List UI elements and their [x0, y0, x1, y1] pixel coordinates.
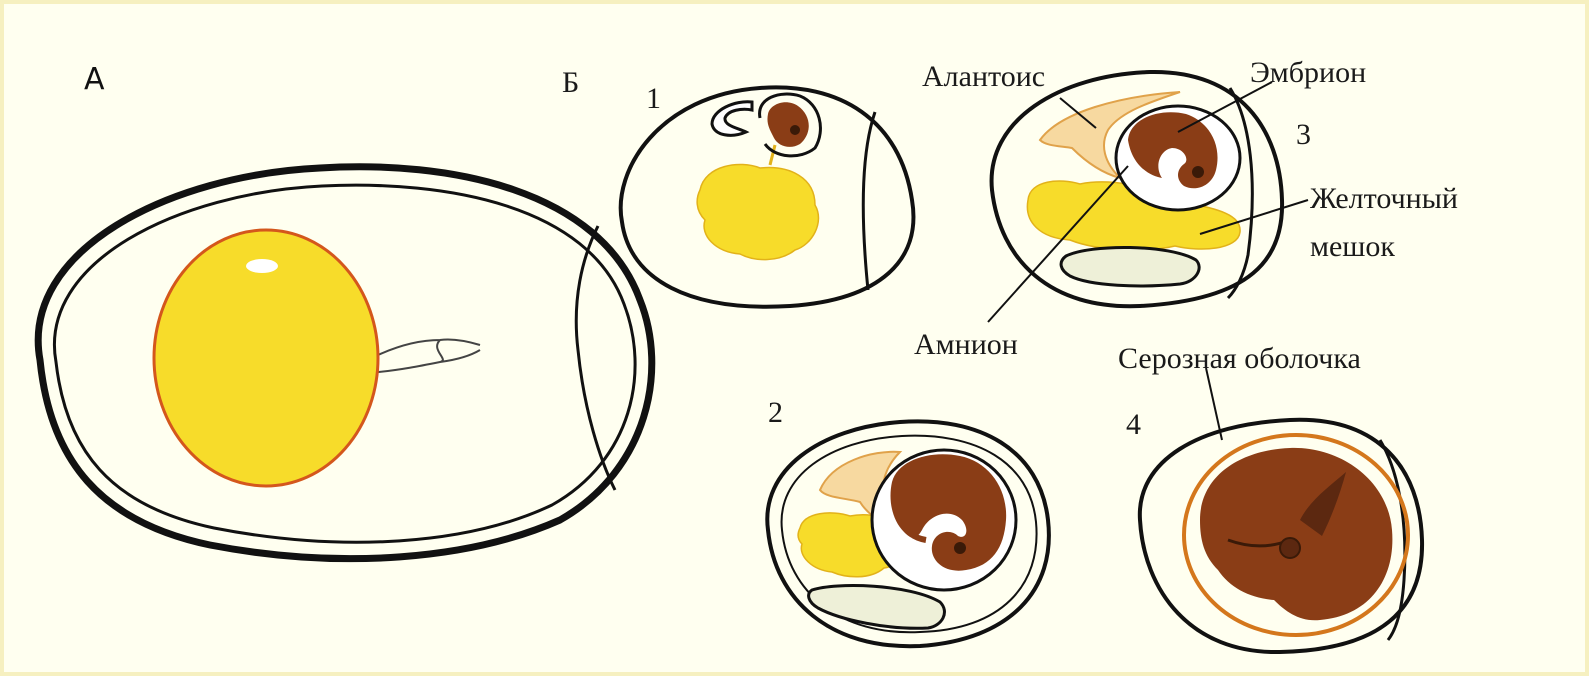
egg-1-air-cell [863, 112, 875, 290]
stage-number-2: 2 [768, 398, 783, 428]
panel-a-letter: А [84, 62, 105, 97]
egg-3-air-cell [1228, 88, 1252, 298]
stage-number-1: 1 [646, 84, 661, 114]
egg-2-albumen-sac [809, 586, 945, 629]
egg-1-yolk [697, 164, 818, 259]
egg-3-embryo-eye [1192, 166, 1204, 178]
stage-number-4: 4 [1126, 410, 1141, 440]
egg-1-embryo-eye [790, 125, 800, 135]
label-allantois: Алантоис [922, 62, 1045, 92]
egg-stage-3 [992, 72, 1283, 306]
egg-4-embryo [1200, 448, 1392, 620]
egg-1-amnion-fold [712, 102, 752, 136]
stage-number-3: 3 [1296, 120, 1311, 150]
egg-4-embryo-eye [1280, 538, 1300, 558]
label-amnion: Амнион [914, 330, 1018, 360]
label-yolk-sac-line2: мешок [1310, 232, 1395, 262]
egg-stage-2 [767, 421, 1049, 646]
egg-a-chalaza [378, 339, 480, 372]
egg-1-embryo [767, 102, 808, 147]
egg-2-embryo-eye [954, 542, 966, 554]
panel-b-letter: Б [562, 68, 579, 98]
label-embryo: Эмбрион [1250, 58, 1366, 88]
egg-a-germinal-disc [246, 259, 278, 273]
egg-stage-4 [1140, 420, 1422, 652]
label-yolk-sac-line1: Желточный [1310, 184, 1458, 214]
egg-3-albumen-sac [1061, 247, 1199, 285]
label-serosa: Серозная оболочка [1118, 344, 1361, 374]
leader-serosa [1206, 368, 1222, 440]
egg-a [38, 167, 652, 559]
egg-stage-1 [621, 87, 914, 306]
